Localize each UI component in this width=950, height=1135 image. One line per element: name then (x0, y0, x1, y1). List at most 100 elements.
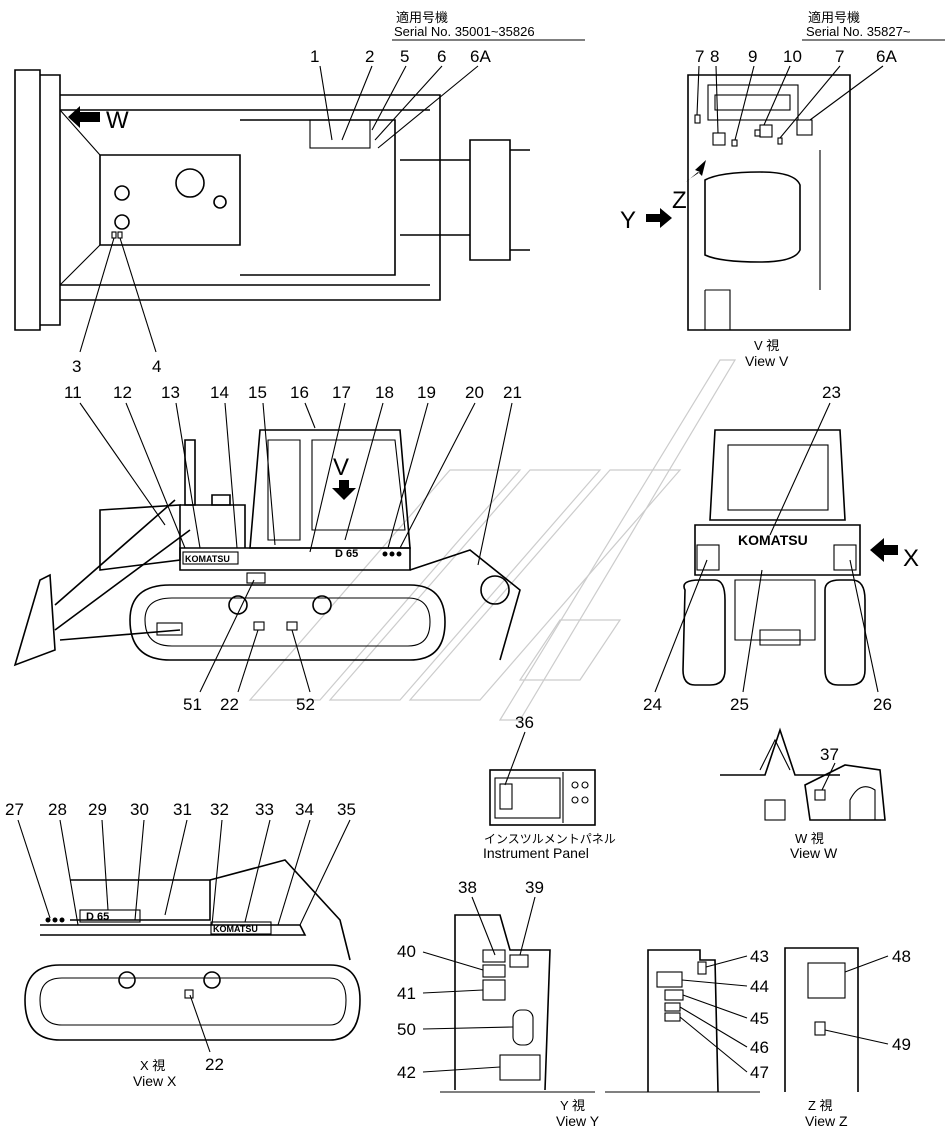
callout-35: 35 (337, 800, 356, 819)
view-z-en: View Z (805, 1113, 848, 1129)
callout-15: 15 (248, 383, 267, 402)
callout-1: 1 (310, 47, 319, 66)
view-x: D 65 KOMATSU 27 28 29 30 31 32 33 34 35 … (5, 800, 361, 1089)
callout-18: 18 (375, 383, 394, 402)
callout-10: 10 (783, 47, 802, 66)
callout-50: 50 (397, 1020, 416, 1039)
callout-32: 32 (210, 800, 229, 819)
callout-27: 27 (5, 800, 24, 819)
view-x-en: View X (133, 1073, 177, 1089)
callout-52: 52 (296, 695, 315, 714)
callout-45: 45 (750, 1009, 769, 1028)
arrow-down-icon (332, 480, 356, 500)
callout-44: 44 (750, 977, 769, 996)
callout-42: 42 (397, 1063, 416, 1082)
callout-20: 20 (465, 383, 484, 402)
callout-6a-v: 6A (876, 47, 897, 66)
callout-43: 43 (750, 947, 769, 966)
arrow-left-icon (870, 538, 898, 562)
arrow-right-icon (646, 208, 672, 228)
callout-11: 11 (64, 383, 82, 402)
callout-3: 3 (72, 357, 81, 376)
arrow-v-label: V (333, 454, 349, 481)
serial-en: Serial No. 35827~ (806, 24, 911, 39)
side-panel: 43 44 45 46 47 (647, 947, 769, 1093)
callout-7b: 7 (835, 47, 844, 66)
arrow-w-label: W (106, 107, 129, 134)
serial-header-right: 適用号機 Serial No. 35827~ (802, 10, 945, 41)
view-w: 37 W 視 View W (720, 727, 886, 861)
brand-label-x: KOMATSU (213, 924, 258, 934)
arrow-y-label: Y (620, 207, 636, 234)
serial-en: Serial No. 35001~35826 (394, 24, 535, 39)
side-view-callouts: 11 12 13 14 15 16 17 18 19 20 21 51 22 5… (64, 383, 522, 714)
callout-17: 17 (332, 383, 351, 402)
serial-jp: 適用号機 (396, 10, 448, 25)
callout-5: 5 (400, 47, 409, 66)
view-y-en: View Y (556, 1113, 600, 1129)
panel-en: Instrument Panel (483, 845, 589, 861)
callout-40: 40 (397, 942, 416, 961)
callout-6: 6 (437, 47, 446, 66)
callout-46: 46 (750, 1038, 769, 1057)
view-z-jp: Z 視 (808, 1098, 833, 1113)
view-w-jp: W 視 (795, 831, 824, 846)
view-y-jp: Y 視 (560, 1098, 585, 1113)
serial-jp: 適用号機 (808, 10, 860, 25)
callout-13: 13 (161, 383, 180, 402)
arrow-v: V (332, 454, 356, 500)
callout-36: 36 (515, 713, 534, 732)
callout-30: 30 (130, 800, 149, 819)
callout-49: 49 (892, 1035, 911, 1054)
callout-7: 7 (695, 47, 704, 66)
callout-38: 38 (458, 878, 477, 897)
serial-header-left: 適用号機 Serial No. 35001~35826 (392, 10, 585, 41)
arrow-x-label: X (903, 545, 919, 572)
callout-21: 21 (503, 383, 522, 402)
callout-47: 47 (750, 1063, 769, 1082)
callout-34: 34 (295, 800, 314, 819)
callout-16: 16 (290, 383, 309, 402)
view-x-jp: X 視 (140, 1058, 165, 1073)
callout-28: 28 (48, 800, 67, 819)
arrow-diag-icon (686, 160, 706, 182)
top-view (14, 69, 530, 331)
watermark (248, 359, 737, 721)
view-v-jp: V 視 (754, 338, 779, 353)
callout-33: 33 (255, 800, 274, 819)
callout-31: 31 (173, 800, 192, 819)
callout-37: 37 (820, 745, 839, 764)
arrow-z-label: Z (672, 187, 687, 214)
callout-9: 9 (748, 47, 757, 66)
view-v-en: View V (745, 353, 789, 369)
arrow-left-icon (68, 106, 100, 128)
callout-14: 14 (210, 383, 229, 402)
brand-label-side: KOMATSU (185, 554, 230, 564)
callout-48: 48 (892, 947, 911, 966)
callout-23: 23 (822, 383, 841, 402)
view-w-en: View W (790, 845, 838, 861)
arrow-w: W (68, 106, 129, 134)
callout-39: 39 (525, 878, 544, 897)
view-z: 48 49 Z 視 View Z (784, 947, 911, 1129)
callout-2: 2 (365, 47, 374, 66)
side-view: KOMATSU D 65 (13, 429, 521, 667)
model-label-x: D 65 (86, 911, 109, 923)
model-label-side: D 65 (335, 548, 358, 560)
view-v: Y Z 7 8 9 10 7 6A V 視 View V (620, 47, 897, 369)
panel-jp: インスツルメントパネル (484, 832, 616, 846)
callout-51: 51 (183, 695, 202, 714)
brand-label-rear: KOMATSU (738, 532, 808, 548)
view-y: 38 39 40 41 50 42 Y 視 View Y (397, 878, 760, 1129)
callout-25: 25 (730, 695, 749, 714)
rear-view: KOMATSU X 23 24 25 26 (643, 383, 919, 714)
callout-6a: 6A (470, 47, 491, 66)
callout-29: 29 (88, 800, 107, 819)
top-view-callouts: 1 2 5 6 6A 3 4 (72, 47, 491, 376)
callout-22-x: 22 (205, 1055, 224, 1074)
callout-26: 26 (873, 695, 892, 714)
instrument-panel: 36 インスツルメントパネル Instrument Panel (483, 713, 616, 861)
callout-19: 19 (417, 383, 436, 402)
